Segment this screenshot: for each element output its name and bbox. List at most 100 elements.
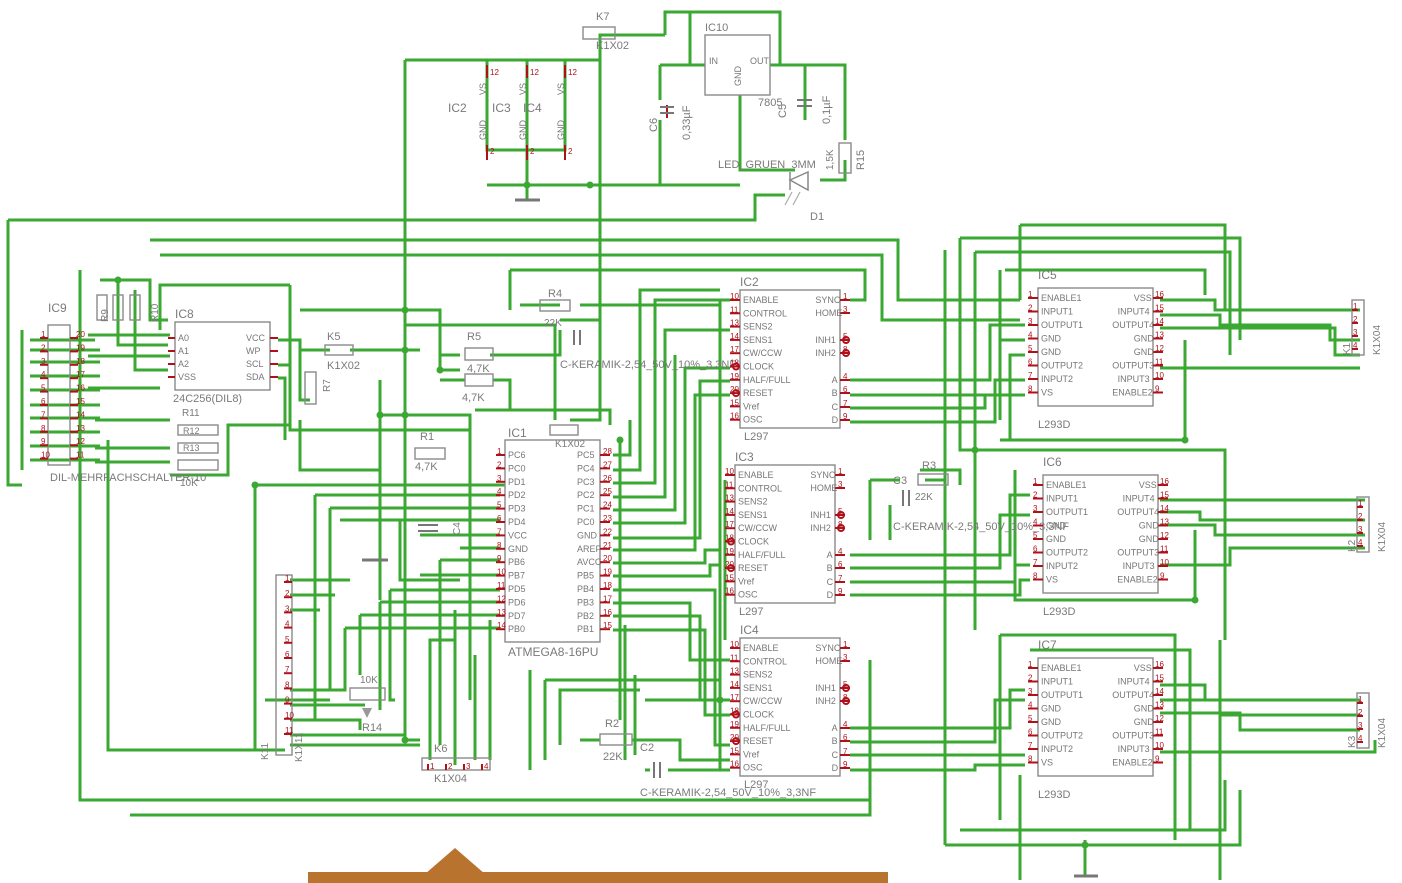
l293-pin-num: 7	[1033, 558, 1038, 567]
l297-pin-label: SYNC	[815, 295, 841, 305]
l293-pin-label: INPUT1	[1046, 494, 1078, 504]
ic9-pin-num: 9	[41, 437, 46, 446]
ic1-pin-label: PD3	[508, 504, 526, 514]
l293-pin-num: 4	[1028, 331, 1033, 340]
l293-pin-num: 1	[1033, 477, 1038, 486]
ic4-name: IC4	[740, 623, 759, 637]
l293-pin-label: OUTPUT4	[1112, 320, 1154, 330]
l297-pin-label: B	[827, 563, 833, 573]
l293-pin-label: OUTPUT4	[1112, 690, 1154, 700]
k1-value: K1X04	[1372, 325, 1383, 355]
k7-name: K7	[596, 11, 609, 23]
l297-pin-label: C	[827, 577, 834, 587]
l297-pin-label: CLOCK	[738, 537, 769, 547]
l297-pin-label: B	[832, 736, 838, 746]
l293-pin-label: VSS	[1139, 480, 1157, 490]
l297-pin-num: 15	[725, 573, 734, 582]
ic2-vs-pin: 12	[490, 68, 499, 77]
l293-pin-num: 8	[1033, 572, 1038, 581]
l293-pin-label: GND	[1134, 334, 1155, 344]
k7-value: K1X02	[596, 40, 629, 52]
l293-value: L293D	[1038, 789, 1070, 801]
k2-output-value: K1X04	[1377, 522, 1388, 552]
ic9-pin-num: 10	[41, 451, 50, 460]
l297-invert-bubble	[727, 564, 735, 573]
k11-pin-num: 9	[285, 696, 290, 705]
l293-pin-num: 15	[1160, 491, 1169, 500]
l297-pin-num: 10	[730, 640, 739, 649]
ic9-pin-num: 20	[76, 330, 85, 339]
caret-up-icon[interactable]	[425, 848, 485, 874]
k2-value: K1X02	[555, 439, 585, 450]
l297-pin-num: 1	[838, 467, 843, 476]
l293-pin-label: OUTPUT3	[1112, 731, 1154, 741]
ic1-pin-num: 2	[497, 460, 502, 469]
ic9-pin-num: 14	[76, 410, 85, 419]
ic9-pin-num: 19	[76, 343, 85, 352]
k6-value: K1X04	[434, 773, 467, 785]
c2-name: C2	[640, 742, 654, 754]
l293-pin-num: 4	[1028, 701, 1033, 710]
wires	[6, 10, 1377, 880]
ic1-pin-label: PC5	[577, 450, 595, 460]
ic4-l297: IC4 L297ENABLE10CONTROL11SENS213SENS114C…	[730, 623, 850, 791]
l293-pin-label: INPUT2	[1041, 374, 1073, 384]
l297-pin-label: B	[832, 388, 838, 398]
l293-pin-label: INPUT4	[1123, 494, 1155, 504]
l293-pin-label: ENABLE2	[1117, 575, 1158, 585]
ic4-gnd-pin: 2	[568, 147, 573, 156]
l293-pin-num: 9	[1155, 385, 1160, 394]
c3-name: C3	[893, 475, 907, 487]
l293-pin-num: 9	[1160, 572, 1165, 581]
ic1-value: ATMEGA8-16PU	[508, 645, 598, 659]
ic8-pin-label: SDA	[246, 372, 265, 382]
r9-name: R9	[100, 309, 111, 322]
ic1-pin-num: 18	[603, 581, 612, 590]
l293-pin-label: INPUT3	[1118, 374, 1150, 384]
k2-output-name: K2	[1347, 539, 1358, 552]
l297-value: L297	[744, 431, 768, 443]
k7-connector: K7 K1X02	[582, 11, 629, 52]
l293-pin-label: VS	[1041, 388, 1053, 398]
l293-pin-label: VSS	[1134, 293, 1152, 303]
l293-pin-label: GND	[1134, 347, 1155, 357]
k1x04-package	[1356, 496, 1370, 553]
ic3-gnd-label: GND	[518, 120, 528, 141]
l297-pin-label: OSC	[738, 590, 758, 600]
junctions	[114, 181, 1199, 849]
l297-pin-label: CONTROL	[743, 308, 787, 318]
l297-pin-label: SENS1	[738, 510, 768, 520]
l297-pin-num: 9	[843, 760, 848, 769]
l297-pin-label: A	[832, 375, 838, 385]
l293-pin-label: INPUT4	[1118, 307, 1150, 317]
l293-pin-label: OUTPUT2	[1046, 548, 1088, 558]
l297-pin-num: 17	[730, 693, 739, 702]
ic1-pin-label: GND	[577, 530, 598, 540]
l293-pin-num: 5	[1028, 714, 1033, 723]
r14-value: 10K	[360, 675, 378, 686]
r5-name: R5	[467, 331, 481, 343]
k6-name: K6	[434, 743, 447, 755]
ic1-pin-num: 25	[603, 487, 612, 496]
r7-name: R7	[322, 379, 333, 392]
k5-value: K1X02	[327, 360, 360, 372]
l297-pin-label: C	[832, 750, 839, 760]
bottom-panel-toggle[interactable]	[308, 848, 888, 883]
l293-pin-label: OUTPUT2	[1041, 731, 1083, 741]
l297-pin-label: ENABLE	[738, 470, 774, 480]
l297-pin-label: INH1	[815, 335, 836, 345]
panel-bar	[308, 872, 888, 883]
l297-pin-label: D	[827, 590, 834, 600]
l293-pin-num: 4	[1033, 518, 1038, 527]
ic10-name: IC10	[705, 22, 728, 34]
l293-pin-num: 2	[1028, 304, 1033, 313]
ic2-name: IC2	[740, 275, 759, 289]
l297-pin-num: 1	[843, 292, 848, 301]
k11-pin-num: 1	[285, 574, 290, 583]
l297-pin-label: HALF/FULL	[743, 375, 791, 385]
ic1-pin-label: AREF	[577, 544, 602, 554]
ic1-pin-label: PD1	[508, 477, 526, 487]
